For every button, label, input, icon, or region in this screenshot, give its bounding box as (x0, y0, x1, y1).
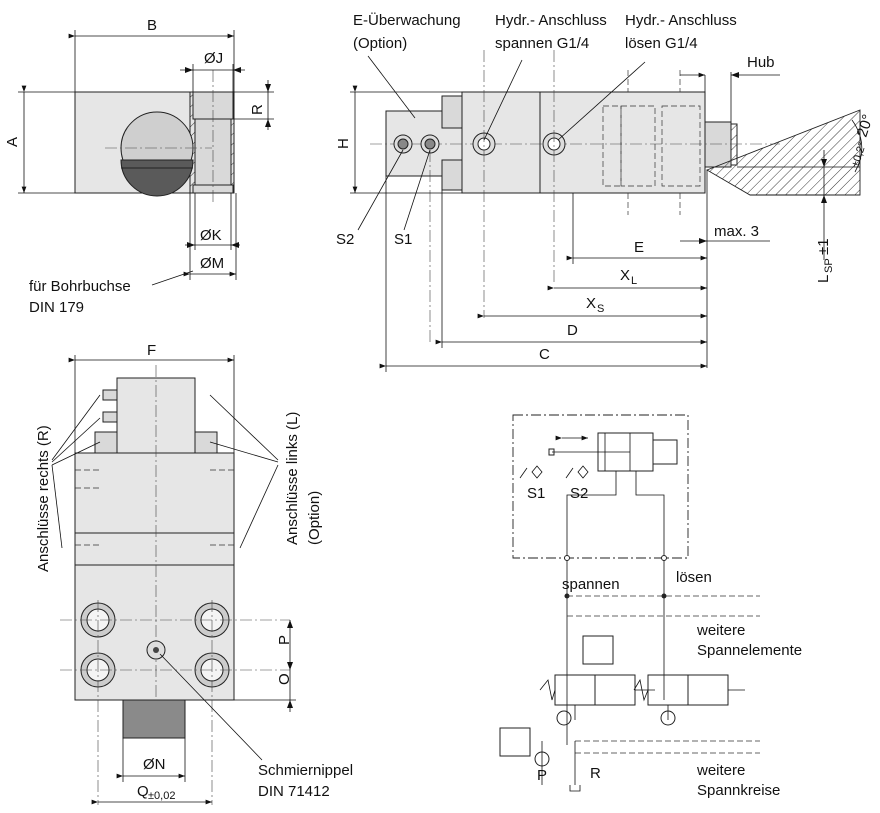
dim-b-label: B (147, 17, 157, 34)
dim-e-label: E (634, 239, 644, 256)
note-line-2: DIN 179 (29, 299, 84, 316)
schem-s2-label: S2 (570, 485, 588, 502)
hydr-clamp-label-1: Hydr.- Anschluss (495, 12, 607, 29)
hub-label: Hub (747, 54, 775, 71)
hydr-release-label-1: Hydr.- Anschluss (625, 12, 737, 29)
release-label: lösen (676, 569, 712, 586)
plunger-end (122, 699, 186, 739)
dim-xl-label: X (620, 267, 630, 284)
dim-c-label: C (539, 346, 550, 363)
dim-xl-sub: L (631, 275, 637, 287)
dim-xs-label: X (586, 295, 596, 312)
grease-label-2: DIN 71412 (258, 783, 330, 800)
right-ports-label: Anschlüsse rechts (R) (35, 425, 52, 572)
schem-p-label: P (537, 767, 547, 784)
grease-label-1: Schmiernippel (258, 762, 353, 779)
dim-p-label: P (276, 635, 293, 645)
dim-d-label: D (567, 322, 578, 339)
more-circuits-label-1: weitere (696, 762, 745, 779)
schem-r-label: R (590, 765, 601, 782)
dim-o-label: O (276, 673, 293, 685)
schem-s1-label: S1 (527, 485, 545, 502)
workpiece-ramp (705, 109, 861, 196)
dim-m-label: ØM (200, 255, 224, 272)
dim-r-label: R (249, 104, 266, 115)
dim-h-label: H (335, 138, 352, 149)
e-monitor-label-2: (Option) (353, 35, 407, 52)
labels: B A ØJ R ØK ØM für Bohrbuchse DIN 179 E-… (4, 11, 877, 802)
plunger-flat (120, 159, 194, 197)
lsp-label-group: L SP ±1 (815, 238, 835, 283)
dim-j-label: ØJ (204, 50, 223, 67)
more-elements-label-1: weitere (696, 622, 745, 639)
dim-q-tol: ±0,02 (148, 790, 175, 802)
dim-n-label: ØN (143, 756, 166, 773)
lsp-sub: SP (823, 258, 835, 273)
s2-label: S2 (336, 231, 354, 248)
top-left-view (18, 30, 274, 286)
lsp-label: L (815, 275, 832, 283)
left-ports-label-2: (Option) (306, 491, 323, 545)
lsp-tol: ±1 (815, 238, 832, 255)
hydraulic-schematic (499, 414, 760, 792)
cylinder-body (539, 91, 706, 194)
dim-f-label: F (147, 342, 156, 359)
dim-q-label: Q (137, 783, 149, 800)
dim-k-label: ØK (200, 227, 222, 244)
max3-label: max. 3 (714, 223, 759, 240)
more-circuits-label-2: Spannkreise (697, 782, 780, 799)
angle-label: 20° (854, 112, 877, 139)
dim-a-label: A (4, 137, 21, 147)
s1-label: S1 (394, 231, 412, 248)
hydr-clamp-label-2: spannen G1/4 (495, 35, 589, 52)
more-elements-label-2: Spannelemente (697, 642, 802, 659)
bottom-left-view (51, 355, 296, 805)
clamp-label: spannen (562, 576, 620, 593)
top-right-view (350, 50, 863, 372)
hydr-release-label-2: lösen G1/4 (625, 35, 698, 52)
left-ports-label-1: Anschlüsse links (L) (284, 412, 301, 545)
note-line-1: für Bohrbuchse (29, 278, 131, 295)
plunger (704, 121, 732, 168)
e-monitor-label-1: E-Überwachung (353, 11, 461, 29)
dim-xs-sub: S (597, 303, 604, 315)
